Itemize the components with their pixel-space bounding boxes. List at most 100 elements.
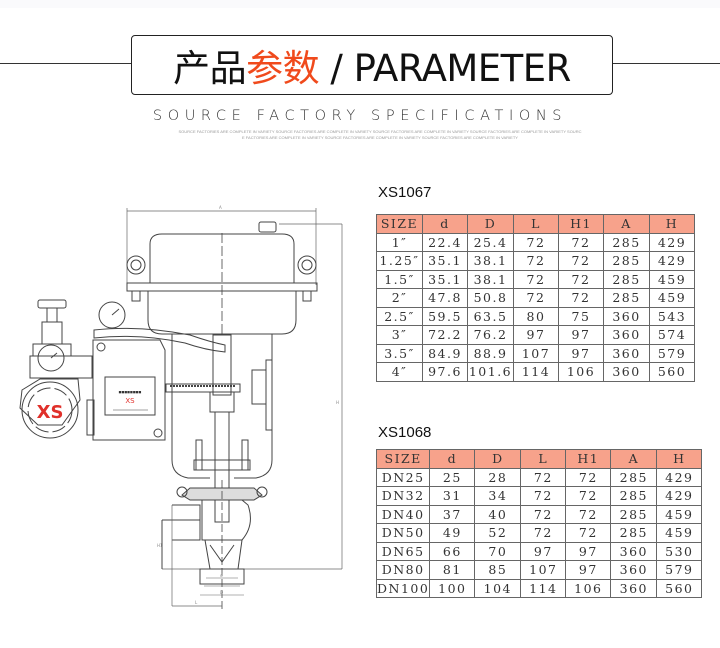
value-cell-d: 101.6	[467, 362, 514, 382]
value-cell-h: 429	[649, 232, 695, 252]
size-cell: DN50	[375, 523, 431, 543]
value-cell-h1: 72	[565, 486, 612, 506]
value-cell-d: 37	[429, 504, 476, 524]
valve-body: H1 d D L	[157, 439, 268, 610]
value-cell-d: 25.4	[467, 232, 514, 252]
value-cell-l: 72	[513, 288, 559, 308]
size-cell: 3″	[376, 325, 423, 345]
value-cell-d: 85	[474, 560, 522, 580]
size-cell: 1″	[376, 232, 423, 252]
value-cell-d: 38.1	[467, 251, 514, 271]
value-cell-a: 285	[610, 523, 658, 543]
size-cell: 1.25″	[376, 251, 423, 271]
value-cell-h: 459	[649, 269, 695, 289]
column-header-size: SIZE	[376, 214, 423, 234]
dimension-h: H	[162, 223, 343, 570]
page-title: 产品参数 / PARAMETER	[173, 38, 571, 92]
value-cell-l: 80	[513, 306, 559, 326]
value-cell-a: 285	[610, 486, 658, 506]
value-cell-a: 285	[610, 467, 658, 487]
header-rule-left	[0, 63, 131, 64]
value-cell-h1: 72	[565, 504, 612, 524]
fine-print: SOURCE FACTORIES ARE COMPLETE IN VARIETY…	[160, 129, 600, 141]
value-cell-d: 59.5	[422, 306, 468, 326]
value-cell-h: 579	[656, 560, 703, 580]
value-cell-d: 72.2	[422, 325, 468, 345]
value-cell-h: 560	[649, 362, 695, 382]
value-cell-d: 84.9	[422, 343, 468, 363]
dim-label-a: A	[219, 205, 222, 210]
size-cell: DN100	[375, 578, 431, 598]
value-cell-l: 97	[513, 325, 559, 345]
dim-label-l: L	[195, 600, 198, 605]
dim-label-D: D	[220, 590, 223, 595]
value-cell-a: 360	[603, 362, 650, 382]
title-cn-accent: 参数	[246, 47, 320, 90]
value-cell-h1: 72	[558, 288, 604, 308]
value-cell-l: 72	[520, 523, 567, 543]
column-header-l: L	[520, 449, 567, 469]
value-cell-h1: 97	[565, 541, 612, 561]
regulator	[29, 299, 93, 379]
value-cell-d: 97.6	[422, 362, 468, 382]
model-label-xs1067: XS1067	[378, 184, 432, 201]
value-cell-h: 574	[649, 325, 695, 345]
dim-label-h: H	[336, 400, 339, 405]
column-header-d: D	[467, 214, 514, 234]
size-cell: 2″	[376, 288, 423, 308]
header-rule-right	[613, 63, 720, 64]
value-cell-d: 88.9	[467, 343, 514, 363]
value-cell-l: 97	[520, 541, 567, 561]
title-en: PARAMETER	[353, 47, 572, 90]
value-cell-h1: 72	[565, 523, 612, 543]
top-band	[0, 0, 720, 8]
size-cell: DN65	[375, 541, 431, 561]
value-cell-d: 28	[474, 467, 522, 487]
value-cell-d: 70	[474, 541, 522, 561]
value-cell-d: 76.2	[467, 325, 514, 345]
svg-text:■■■■■■■■: ■■■■■■■■	[119, 390, 142, 394]
value-cell-a: 360	[603, 343, 650, 363]
value-cell-a: 285	[603, 288, 650, 308]
value-cell-d: 40	[474, 504, 522, 524]
column-header-a: A	[610, 449, 658, 469]
yoke	[165, 334, 273, 523]
value-cell-d: 50.8	[467, 288, 514, 308]
size-cell: DN25	[375, 467, 431, 487]
valve-drawing: A H ■■■■■■■■ XS	[19, 205, 343, 610]
value-cell-a: 285	[603, 269, 650, 289]
value-cell-d: 104	[474, 578, 522, 598]
value-cell-l: 72	[520, 504, 567, 524]
value-cell-a: 360	[603, 325, 650, 345]
column-header-size: SIZE	[375, 449, 431, 469]
title-separator: /	[319, 47, 354, 90]
value-cell-l: 72	[513, 232, 559, 252]
value-cell-d: 52	[474, 523, 522, 543]
value-cell-h: 459	[656, 523, 703, 543]
value-cell-h: 579	[649, 343, 695, 363]
value-cell-a: 360	[610, 560, 658, 580]
value-cell-d: 22.4	[422, 232, 468, 252]
value-cell-h1: 72	[565, 467, 612, 487]
value-cell-l: 114	[520, 578, 567, 598]
size-cell: 4″	[376, 362, 423, 382]
value-cell-h: 530	[656, 541, 703, 561]
value-cell-a: 285	[610, 504, 658, 524]
xs-badge: XS	[19, 378, 95, 439]
value-cell-a: 360	[603, 306, 650, 326]
value-cell-l: 107	[520, 560, 567, 580]
value-cell-h1: 106	[558, 362, 604, 382]
size-cell: 2.5″	[376, 306, 423, 326]
